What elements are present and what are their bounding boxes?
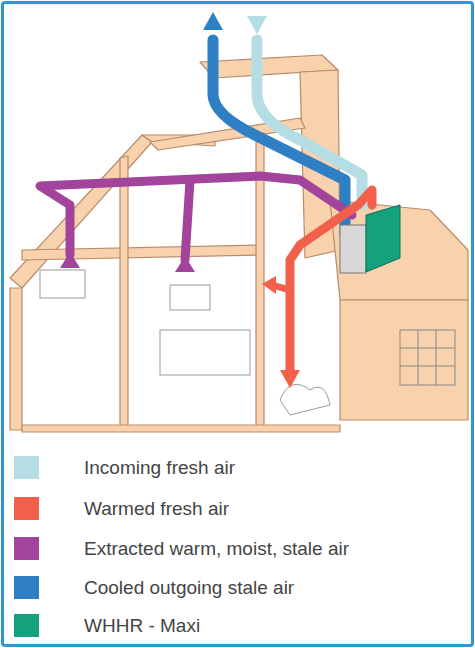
first-floor xyxy=(22,245,262,260)
legend-swatch xyxy=(14,497,39,520)
ducts xyxy=(40,40,372,370)
outgoing-duct xyxy=(213,40,345,235)
arrow-left xyxy=(262,276,276,294)
legend-text: Warmed fresh air xyxy=(84,496,229,522)
extract-duct xyxy=(185,180,190,260)
window-bar xyxy=(436,330,437,385)
kitchen-units xyxy=(160,330,250,375)
window-bar xyxy=(400,348,455,349)
supply-duct xyxy=(290,190,372,370)
windows xyxy=(400,330,455,385)
window-bar xyxy=(418,330,419,385)
partition-wall xyxy=(120,156,128,430)
bathroom-fitting xyxy=(280,384,330,415)
arrow-up xyxy=(175,256,195,272)
house-structure xyxy=(10,55,468,432)
window-bar xyxy=(400,366,455,367)
unit-face xyxy=(366,205,400,272)
right-wall xyxy=(340,300,468,420)
unit-body xyxy=(340,225,366,273)
roof-left-slope xyxy=(10,135,152,288)
arrow-down xyxy=(247,16,267,34)
legend-text: Extracted warm, moist, stale air xyxy=(84,536,349,562)
whhr-unit xyxy=(340,205,400,273)
legend-text: WHHR - Maxi xyxy=(84,613,200,639)
arrow-up xyxy=(60,252,80,268)
arrow-up xyxy=(203,12,223,30)
legend-text: Cooled outgoing stale air xyxy=(84,575,294,601)
ground-floor xyxy=(22,425,340,432)
sink xyxy=(40,270,85,298)
legend-swatch xyxy=(14,537,39,560)
arrowheads xyxy=(60,12,300,388)
legend-swatch xyxy=(14,614,39,637)
cooker xyxy=(170,285,210,310)
legend-text: Incoming fresh air xyxy=(84,455,235,481)
arrow-down xyxy=(280,370,300,388)
legend-swatch xyxy=(14,576,39,599)
legend-swatch xyxy=(14,456,39,479)
left-wall xyxy=(10,288,22,430)
window xyxy=(400,330,455,385)
